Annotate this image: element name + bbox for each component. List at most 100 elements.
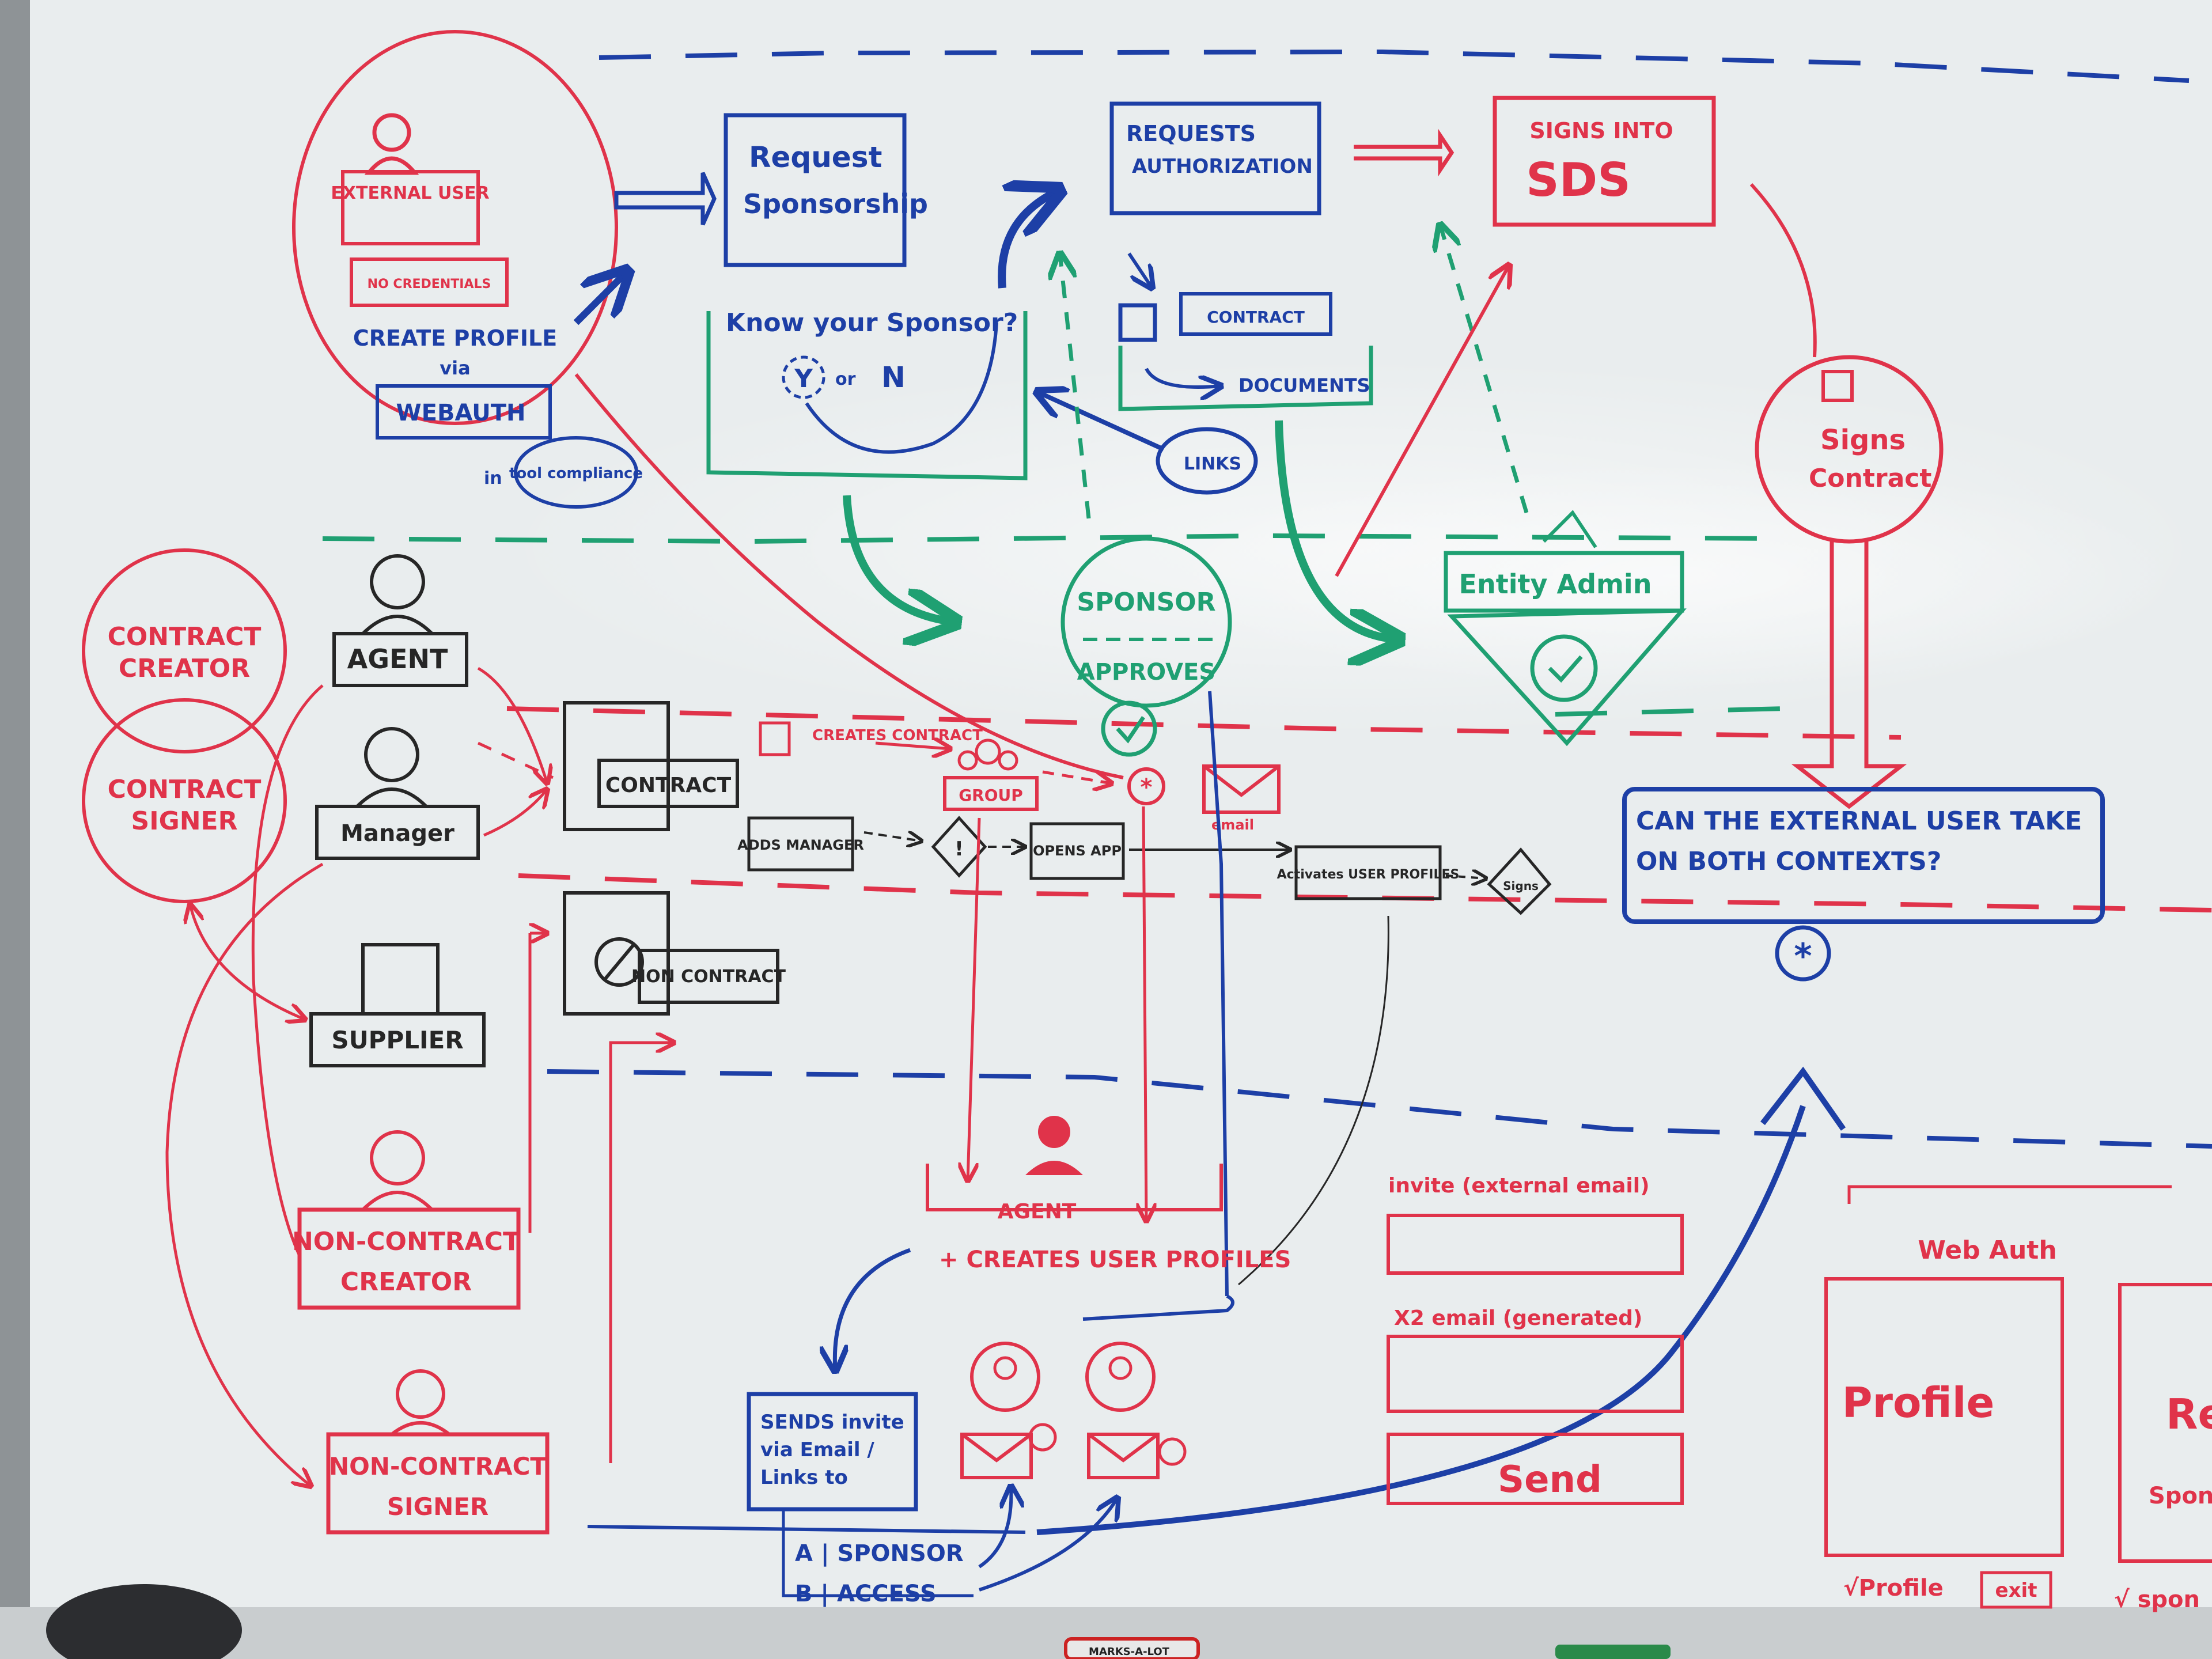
svg-text:Spon: Spon <box>2149 1483 2212 1509</box>
creates-contract-label: CREATES CONTRACT <box>812 727 983 744</box>
svg-text:SPONSOR: SPONSOR <box>1077 588 1215 617</box>
non-contract-signer-icon <box>396 1369 445 1419</box>
green-arrow-to-entity <box>1275 420 1400 639</box>
creates-user-profiles-label: + CREATES USER PROFILES <box>939 1247 1291 1273</box>
green-marker <box>1555 1645 1671 1659</box>
webauth-label: WEBAUTH <box>396 400 526 426</box>
webauth-box <box>376 384 552 440</box>
tool-compliance-bubble <box>514 436 638 509</box>
external-user-card <box>341 170 480 245</box>
svg-text:*: * <box>1141 774 1153 801</box>
entity-admin-box <box>1444 551 1684 613</box>
non-contract-creator-icon <box>370 1130 425 1185</box>
svg-text:CONTRACT: CONTRACT <box>605 774 732 797</box>
svg-text:LINKS: LINKS <box>1184 454 1241 474</box>
requests-authorization-box <box>1109 101 1321 215</box>
svg-text:Request: Request <box>749 141 882 174</box>
contract-box <box>597 759 739 808</box>
send-button[interactable] <box>1387 1433 1684 1505</box>
svg-text:Sponsorship: Sponsorship <box>743 188 928 219</box>
svg-text:APPROVES: APPROVES <box>1077 659 1215 685</box>
no-sponsor-curve <box>805 322 998 454</box>
marker-label: MARKS-A-LOT <box>1089 1646 1170 1658</box>
manager-box <box>315 805 480 860</box>
green-bracket-left <box>706 311 1028 480</box>
profile-label: Profile <box>1842 1378 1995 1427</box>
light-glare-2 <box>1152 461 2189 691</box>
external-user-group: EXTERNAL USER NO CREDENTIALS <box>292 30 618 425</box>
user-profile-icon-1 <box>970 1342 1040 1412</box>
arrow-up-to-auth <box>998 190 1060 289</box>
links-bubble <box>1156 427 1258 495</box>
svg-text:!: ! <box>955 838 964 861</box>
signs-contract-checkbox <box>1821 370 1854 402</box>
sponsor-approves-circle <box>1060 536 1232 708</box>
arrow-to-question <box>1791 541 1907 809</box>
svg-text:Contract: Contract <box>1809 464 1931 493</box>
non-contract-doc-icon <box>563 891 670 1016</box>
second-panel <box>2118 1283 2212 1563</box>
create-profile-label: CREATE PROFILE <box>353 325 557 351</box>
x2-email-generated-field[interactable] <box>1387 1335 1684 1413</box>
know-your-sponsor: Know your Sponsor? <box>726 308 1018 338</box>
check-profile-label: √Profile <box>1843 1575 1944 1601</box>
agent-person-icon <box>370 554 425 609</box>
non-contract-creator-box <box>297 1207 521 1310</box>
svg-text:OPENS APP: OPENS APP <box>1033 843 1122 859</box>
svg-text:Signs: Signs <box>1503 879 1539 893</box>
arrow-auth-to-sds <box>1354 128 1455 177</box>
svg-text:NO CREDENTIALS: NO CREDENTIALS <box>368 277 491 291</box>
signs-diamond <box>1487 847 1552 915</box>
no-credentials-card <box>350 257 509 307</box>
web-auth-label: Web Auth <box>1918 1236 2056 1265</box>
invite-external-email-field[interactable] <box>1387 1214 1684 1275</box>
svg-text:Send: Send <box>1498 1459 1602 1501</box>
arrow-create-to-request <box>573 271 628 325</box>
plus-box <box>759 721 791 756</box>
email-envelope-icon <box>1202 764 1281 814</box>
links-to-request <box>1037 392 1165 452</box>
svg-text:exit: exit <box>1995 1579 2037 1602</box>
opens-app-box <box>1029 822 1125 880</box>
asterisk-circle-red <box>1127 767 1165 805</box>
in-label: in <box>484 468 502 488</box>
signs-contract-circle <box>1755 355 1944 544</box>
svg-text:Signs: Signs <box>1820 424 1906 456</box>
contract-creator-circle <box>82 548 287 753</box>
sends-invite-box <box>747 1392 918 1512</box>
svg-text:or: or <box>835 369 856 389</box>
marker-tray: MARKS-A-LOT <box>0 1584 2212 1659</box>
checkbox-icon <box>1118 303 1157 342</box>
signs-into-sds-box <box>1493 96 1716 227</box>
green-bracket-right <box>1118 346 1373 411</box>
asterisk-circle-blue <box>1775 925 1831 982</box>
tool-compliance-label: tool compliance <box>509 465 643 482</box>
svg-text:GROUP: GROUP <box>959 786 1023 805</box>
manager-person-icon <box>364 727 419 782</box>
svg-text:A | SPONSOR: A | SPONSOR <box>795 1540 964 1567</box>
svg-text:SUPPLIER: SUPPLIER <box>331 1026 463 1054</box>
agent-red-icon <box>1038 1116 1070 1148</box>
svg-text:SIGNS INTO: SIGNS INTO <box>1529 118 1673 143</box>
svg-text:EXTERNAL USER: EXTERNAL USER <box>331 183 489 203</box>
documents-label: DOCUMENTS <box>1238 374 1370 396</box>
svg-text:AGENT: AGENT <box>347 643 448 675</box>
question-box <box>1622 787 2105 924</box>
non-contract-signer-box <box>326 1432 550 1535</box>
external-user-circle <box>292 30 618 425</box>
svg-text:NON CONTRACT: NON CONTRACT <box>631 967 786 987</box>
request-sponsorship-box <box>724 113 907 267</box>
green-dashed-up <box>1060 253 1091 519</box>
supplier-box <box>309 1012 486 1067</box>
svg-text:ADDS MANAGER: ADDS MANAGER <box>737 837 864 853</box>
activates-user-profiles-box <box>1294 845 1442 900</box>
agent-box <box>332 632 468 687</box>
exit-button[interactable] <box>1980 1571 2052 1609</box>
yes-circle <box>782 355 825 399</box>
entity-admin-shield <box>1447 608 1687 747</box>
via-label: via <box>440 357 470 379</box>
